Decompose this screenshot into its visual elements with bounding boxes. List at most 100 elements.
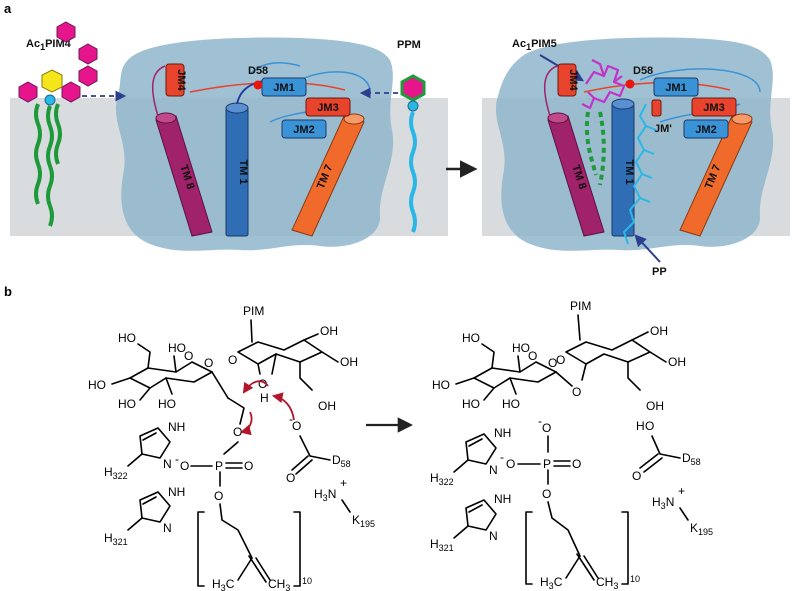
d58-label-left: D58 xyxy=(248,65,268,77)
svg-text:HO: HO xyxy=(88,378,106,392)
tm7-helix-right: TM 7 xyxy=(679,113,753,237)
jm1-right: JM1 xyxy=(653,77,699,97)
mannose-hexagon xyxy=(56,21,76,43)
svg-text:-: - xyxy=(289,412,293,426)
svg-text:O: O xyxy=(228,353,237,367)
jm1-left: JM1 xyxy=(261,77,307,97)
svg-text:JM3: JM3 xyxy=(703,102,724,114)
svg-text:HO: HO xyxy=(512,341,530,355)
svg-text:NH: NH xyxy=(494,492,511,506)
svg-text:HO: HO xyxy=(118,331,136,345)
ac1pim5-label: Ac1PIM5 xyxy=(512,38,557,52)
svg-text:NH: NH xyxy=(168,485,185,499)
d58-label-right: D58 xyxy=(633,65,653,77)
svg-text:O: O xyxy=(184,349,193,363)
mannose-hexagon xyxy=(61,81,81,103)
svg-text:JM2: JM2 xyxy=(695,124,716,136)
pp-stick-model xyxy=(622,103,657,245)
h322-label: H322 xyxy=(104,465,128,481)
svg-text:HO: HO xyxy=(168,341,186,355)
svg-text:HO: HO xyxy=(462,331,480,345)
svg-text:P: P xyxy=(543,457,551,471)
jm2-left: JM2 xyxy=(281,119,327,139)
svg-text:+: + xyxy=(340,476,347,490)
svg-text:OH: OH xyxy=(646,399,664,413)
tm1-helix-left: TM 1 xyxy=(225,102,249,237)
tm1-label-right: TM 1 xyxy=(623,159,635,184)
transferring-hydrogen: H xyxy=(260,391,269,405)
protonated-hydrogen: H xyxy=(636,419,645,433)
svg-text:O: O xyxy=(542,421,551,435)
svg-text:N: N xyxy=(163,521,172,535)
panel-label-a: a xyxy=(4,1,12,16)
curly-arrow xyxy=(242,380,269,394)
svg-text:O: O xyxy=(180,459,189,473)
tm7-helix-left: TM 7 xyxy=(291,113,365,237)
k195-amine-right: H3N xyxy=(652,495,674,511)
phosphate-head xyxy=(44,94,56,106)
svg-text:O: O xyxy=(632,469,641,483)
d58-label-b-right: D58 xyxy=(682,451,701,467)
h321-label-right: H321 xyxy=(430,537,454,553)
svg-text:P: P xyxy=(215,459,223,473)
svg-text:O: O xyxy=(292,419,301,433)
jm-prime-label: JM' xyxy=(654,123,672,135)
acyl-chain xyxy=(54,103,62,165)
h3c-left: H3C xyxy=(212,577,235,591)
d58-residue-right xyxy=(625,79,635,89)
svg-text:N: N xyxy=(489,463,498,477)
svg-text:-: - xyxy=(538,414,542,428)
k195-amine: H3N xyxy=(314,487,336,503)
svg-text:OH: OH xyxy=(340,355,358,369)
jm3-left: JM3 xyxy=(305,97,351,117)
svg-text:O: O xyxy=(204,356,213,370)
curly-arrow xyxy=(271,392,295,421)
h3c-right: H3C xyxy=(540,575,563,591)
panel-label-b: b xyxy=(4,284,12,299)
loop xyxy=(151,65,166,117)
jm2-right: JM2 xyxy=(683,119,729,139)
svg-text:HO: HO xyxy=(432,378,450,392)
tm1-label: TM 1 xyxy=(237,159,249,184)
ppm-molecule xyxy=(400,74,426,233)
svg-text:O: O xyxy=(286,471,295,485)
h322-label-right: H322 xyxy=(430,471,454,487)
svg-text:N: N xyxy=(163,457,172,471)
tm8-helix-right: TM 8 xyxy=(547,112,605,237)
pp-label: PP xyxy=(652,266,667,278)
ch3-left: CH3 xyxy=(268,577,290,591)
mannose-hexagon xyxy=(18,81,38,103)
svg-text:JM4: JM4 xyxy=(175,69,187,91)
pp-pointer-arrow xyxy=(634,234,661,263)
svg-text:+: + xyxy=(678,484,685,498)
svg-text:-: - xyxy=(175,452,179,466)
svg-text:HO: HO xyxy=(118,397,136,411)
svg-text:O: O xyxy=(506,457,515,471)
tm1-helix-right: TM 1 xyxy=(611,98,635,237)
svg-text:OH: OH xyxy=(650,324,668,338)
reactant-structure: PIM HO HO HO HO O HO O O OH OH OH O O H xyxy=(88,304,375,591)
svg-text:NH: NH xyxy=(168,420,185,434)
k195-label-right: K195 xyxy=(690,521,713,537)
svg-text:JM2: JM2 xyxy=(293,124,314,136)
product-structure: PIM HO HO HO HO O HO O O O OH OH OH O - … xyxy=(430,299,713,591)
svg-text:O: O xyxy=(542,487,551,501)
svg-text:NH: NH xyxy=(494,426,511,440)
svg-text:O: O xyxy=(556,353,565,367)
svg-text:O: O xyxy=(548,356,557,370)
svg-text:O: O xyxy=(244,459,253,473)
inositol-hexagon xyxy=(41,69,63,93)
svg-text:HO: HO xyxy=(158,397,176,411)
loop xyxy=(299,71,371,93)
h321-label: H321 xyxy=(104,531,128,547)
svg-text:O: O xyxy=(572,457,581,471)
d58-residue-left xyxy=(253,80,263,90)
ch3-right: CH3 xyxy=(596,575,618,591)
curly-arrow xyxy=(239,411,253,436)
svg-text:O: O xyxy=(645,419,654,433)
svg-text:O: O xyxy=(233,425,242,439)
svg-text:HO: HO xyxy=(462,397,480,411)
svg-text:JM1: JM1 xyxy=(273,82,294,94)
ppm-label: PPM xyxy=(397,39,421,51)
